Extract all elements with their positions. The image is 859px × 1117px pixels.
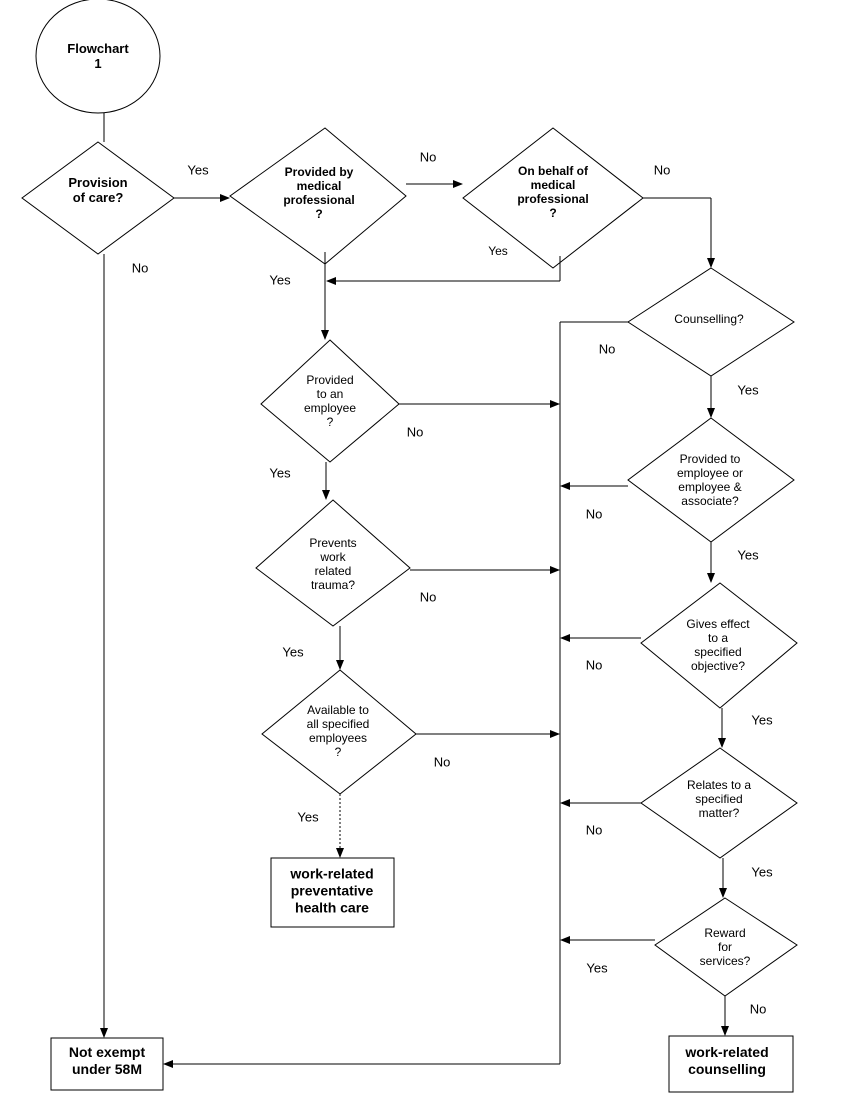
not-exempt-box xyxy=(50,1037,164,1091)
reward-for-services-label: Reward for services? xyxy=(699,926,751,968)
edge-label-no: No xyxy=(419,149,437,165)
edge-label-no: No xyxy=(585,506,603,522)
edge-label-yes: Yes xyxy=(297,809,319,825)
work-related-counselling-box xyxy=(668,1035,794,1093)
start-ellipse xyxy=(35,0,161,114)
edge-label-no: No xyxy=(749,1001,767,1017)
provided-to-employee-associate-label: Provided to employee or employee & assoc… xyxy=(676,452,744,508)
edge-label-no: No xyxy=(419,589,437,605)
counselling-label: Counselling? xyxy=(674,312,744,326)
prevents-trauma-label: Prevents work related trauma? xyxy=(309,536,357,592)
not-exempt-label: Not exempt under 58M xyxy=(68,1044,146,1077)
provided-by-medical-label: Provided by medical professional ? xyxy=(283,165,355,221)
gives-effect-diamond xyxy=(640,582,798,709)
edge-label-yes: Yes xyxy=(488,244,508,258)
on-behalf-of-medical-label: On behalf of medical professional ? xyxy=(517,164,589,220)
provision-of-care-diamond xyxy=(21,141,175,255)
relates-to-matter-label: Relates to a specified matter? xyxy=(686,778,752,820)
edge-label-yes: Yes xyxy=(737,382,759,398)
edge-label-yes: Yes xyxy=(586,960,608,976)
relates-to-matter-diamond xyxy=(640,747,798,859)
available-to-all-label: Available to all specified employees ? xyxy=(306,703,370,759)
edge-label-yes: Yes xyxy=(751,712,773,728)
preventative-health-care-label: work-related preventative health care xyxy=(290,865,374,916)
edge-label-no: No xyxy=(433,754,451,770)
on-behalf-of-medical-diamond xyxy=(462,127,644,269)
work-related-counselling-label: work-related counselling xyxy=(685,1044,769,1077)
edge-label-no: No xyxy=(653,162,671,178)
gives-effect-label: Gives effect to a specified objective? xyxy=(686,617,750,673)
edge-label-no: No xyxy=(131,260,149,276)
edge-label-yes: Yes xyxy=(269,465,291,481)
provided-to-employee-diamond xyxy=(260,339,400,463)
edge-label-no: No xyxy=(598,341,616,357)
provided-to-employee-label: Provided to an employee ? xyxy=(303,373,357,429)
edge-label-no: No xyxy=(406,424,424,440)
edge-label-yes: Yes xyxy=(269,272,291,288)
edge-label-yes: Yes xyxy=(282,644,304,660)
edge-label-yes: Yes xyxy=(187,162,209,178)
edge-label-yes: Yes xyxy=(751,864,773,880)
preventative-health-care-box xyxy=(270,857,395,928)
provision-of-care-label: Provision of care? xyxy=(68,175,128,205)
edge-label-no: No xyxy=(585,822,603,838)
edge-label-no: No xyxy=(585,657,603,673)
edge-label-yes: Yes xyxy=(737,547,759,563)
start-label: Flowchart 1 xyxy=(67,41,129,71)
prevents-trauma-diamond xyxy=(255,499,411,627)
